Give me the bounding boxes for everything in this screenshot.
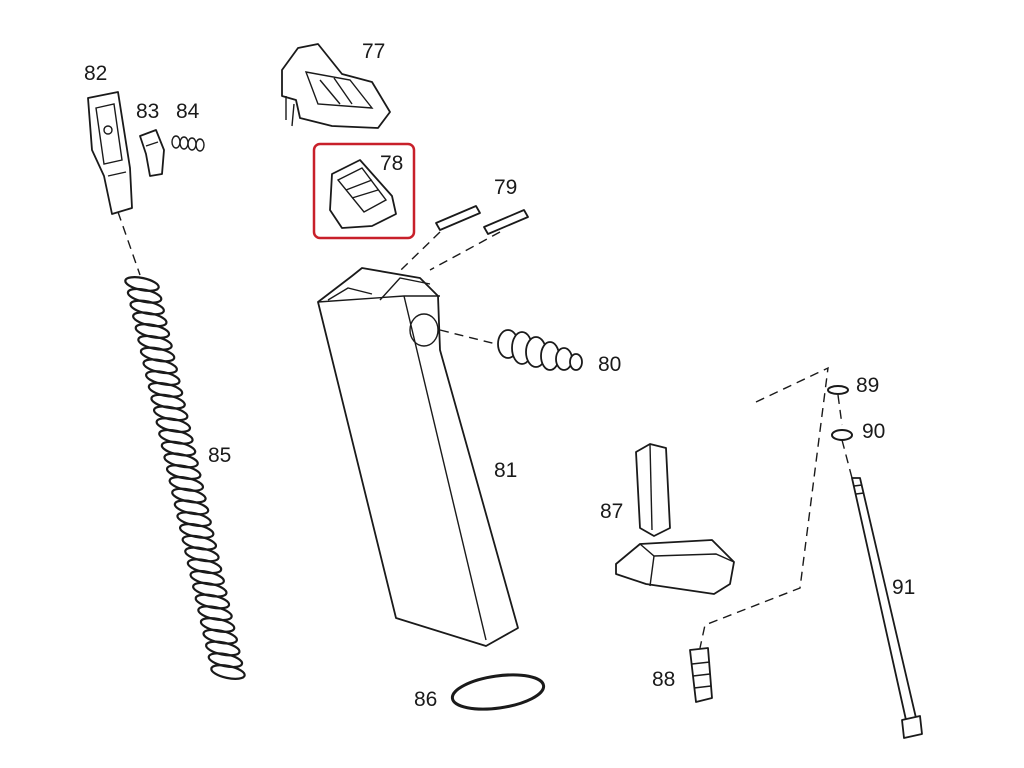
label-83: 83 (136, 100, 159, 123)
label-82: 82 (84, 62, 107, 85)
part-77-magazine-lip-icon (281, 43, 391, 129)
highlight-box-part-78 (312, 142, 416, 240)
part-80-valve-icon (497, 329, 583, 371)
part-81-magazine-body-icon (317, 267, 519, 647)
part-83-latch-icon (139, 129, 165, 177)
label-90: 90 (862, 420, 885, 443)
part-labels: 77 78 79 80 81 82 83 84 85 86 87 88 89 9… (84, 40, 915, 711)
label-84: 84 (176, 100, 200, 123)
label-80: 80 (598, 353, 621, 376)
label-79: 79 (494, 176, 517, 199)
part-78-follower-block-icon (329, 159, 397, 229)
part-82-follower-icon (87, 91, 133, 215)
label-91: 91 (892, 576, 915, 599)
part-88-fill-valve-icon (689, 647, 713, 703)
label-81: 81 (494, 459, 517, 482)
part-87-base-plate-icon (615, 443, 735, 595)
label-87: 87 (600, 500, 623, 523)
label-89: 89 (856, 374, 879, 397)
part-85-coil-spring-icon (124, 276, 246, 680)
label-77: 77 (362, 40, 385, 63)
part-91-long-screw-icon (851, 477, 923, 739)
label-85: 85 (208, 444, 231, 467)
spring-coil (210, 664, 246, 680)
label-88: 88 (652, 668, 675, 691)
label-78: 78 (380, 152, 403, 175)
part-86-o-ring-icon (450, 673, 546, 711)
part-89-washer-icon (827, 385, 849, 395)
part-79-pin-icon (435, 205, 529, 235)
label-86: 86 (414, 688, 437, 711)
part-84-small-spring-icon (171, 135, 205, 152)
part-90-washer-icon (831, 429, 853, 441)
